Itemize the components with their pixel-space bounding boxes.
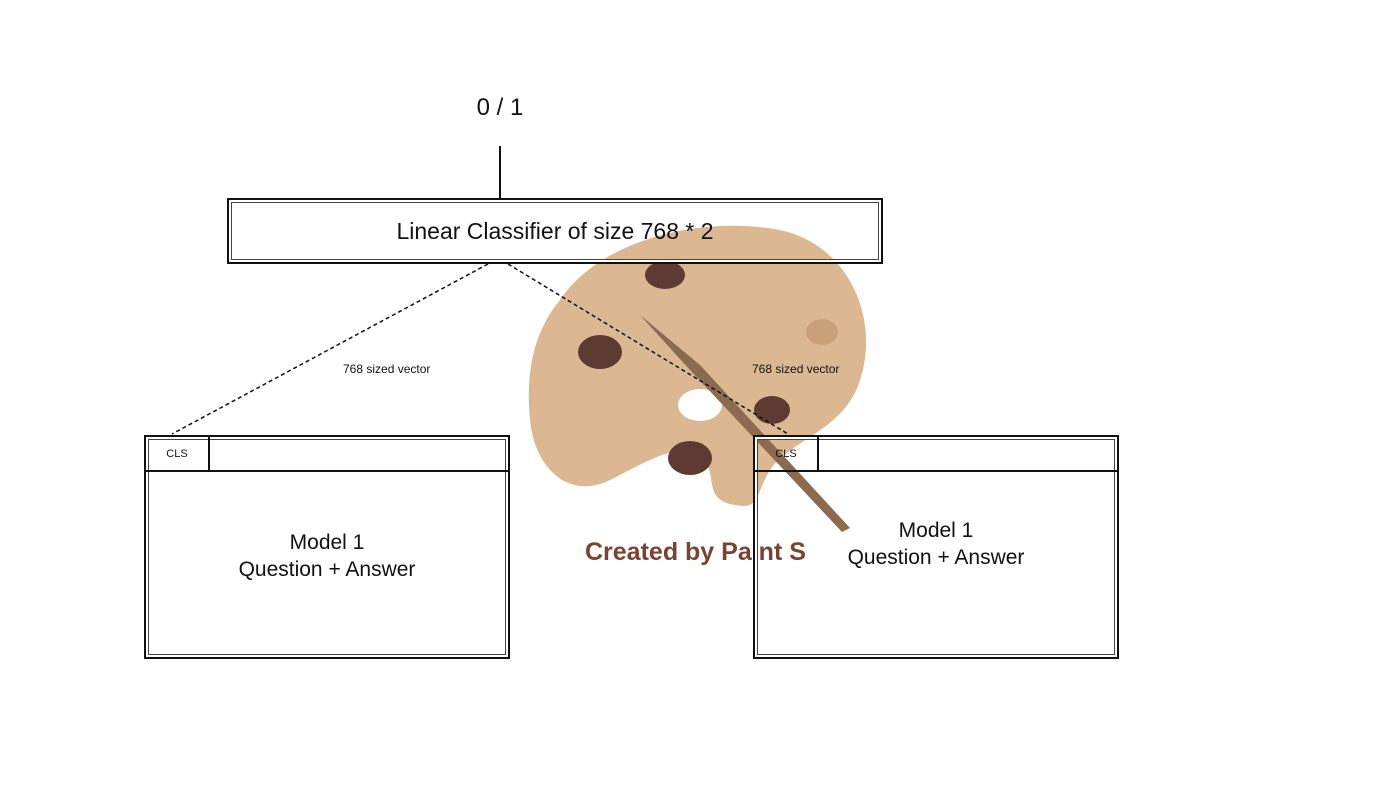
model-box-right: CLS Model 1 Question + Answer	[753, 435, 1119, 659]
watermark-text: Created by Paint S	[585, 538, 806, 566]
left-vector-label: 768 sized vector	[343, 362, 431, 376]
paint-blob	[668, 441, 712, 475]
model-input-description: Question + Answer	[238, 558, 416, 581]
token-row: CLS	[755, 437, 1117, 472]
linear-classifier-box: Linear Classifier of size 768 * 2	[227, 198, 883, 264]
model-box-left: CLS Model 1 Question + Answer	[144, 435, 510, 659]
cls-token: CLS	[755, 437, 819, 470]
output-connector	[499, 146, 501, 198]
paint-blob	[806, 319, 838, 345]
paint-blob	[578, 335, 622, 369]
model-name: Model 1	[289, 531, 365, 554]
output-label: 0 / 1	[476, 94, 524, 121]
brush-icon	[640, 315, 850, 532]
model-name: Model 1	[898, 519, 974, 542]
classifier-label: Linear Classifier of size 768 * 2	[396, 217, 714, 244]
model-input-description: Question + Answer	[847, 546, 1025, 569]
right-connector	[507, 263, 789, 435]
palette-thumb-hole	[678, 389, 722, 421]
token-row: CLS	[146, 437, 508, 472]
paint-blob	[754, 396, 790, 424]
cls-token: CLS	[146, 437, 210, 470]
paint-blob	[645, 261, 685, 289]
left-connector	[171, 263, 489, 435]
right-vector-label: 768 sized vector	[752, 362, 840, 376]
